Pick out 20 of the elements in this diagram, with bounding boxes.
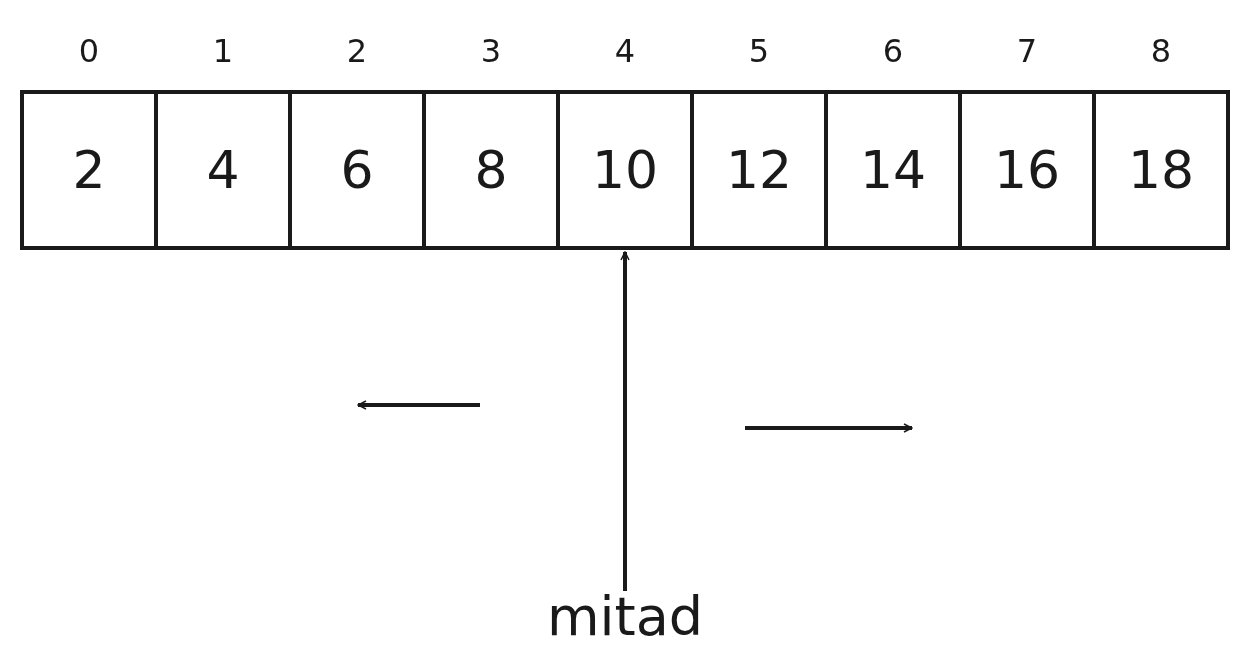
cell-value: 4 [206, 140, 240, 200]
cell-value: 6 [340, 140, 374, 200]
cell-value: 18 [1127, 140, 1195, 200]
cell-value: 8 [474, 140, 508, 200]
index-number: 7 [1015, 32, 1039, 70]
cell-value: 16 [993, 140, 1061, 200]
index-number: 3 [479, 32, 503, 70]
index-number: 5 [747, 32, 771, 70]
cell-value: 10 [591, 140, 659, 200]
index-number: 6 [881, 32, 905, 70]
index-number: 4 [613, 32, 637, 70]
index-number: 2 [345, 32, 369, 70]
arrow [620, 251, 630, 591]
index-number: 0 [77, 32, 101, 70]
cell-value: 14 [859, 140, 927, 200]
cell-value: 12 [725, 140, 793, 200]
index-number: 8 [1149, 32, 1173, 70]
index-number: 1 [211, 32, 235, 70]
pointer-label: mitad [547, 585, 704, 648]
cell-value: 2 [72, 140, 106, 200]
